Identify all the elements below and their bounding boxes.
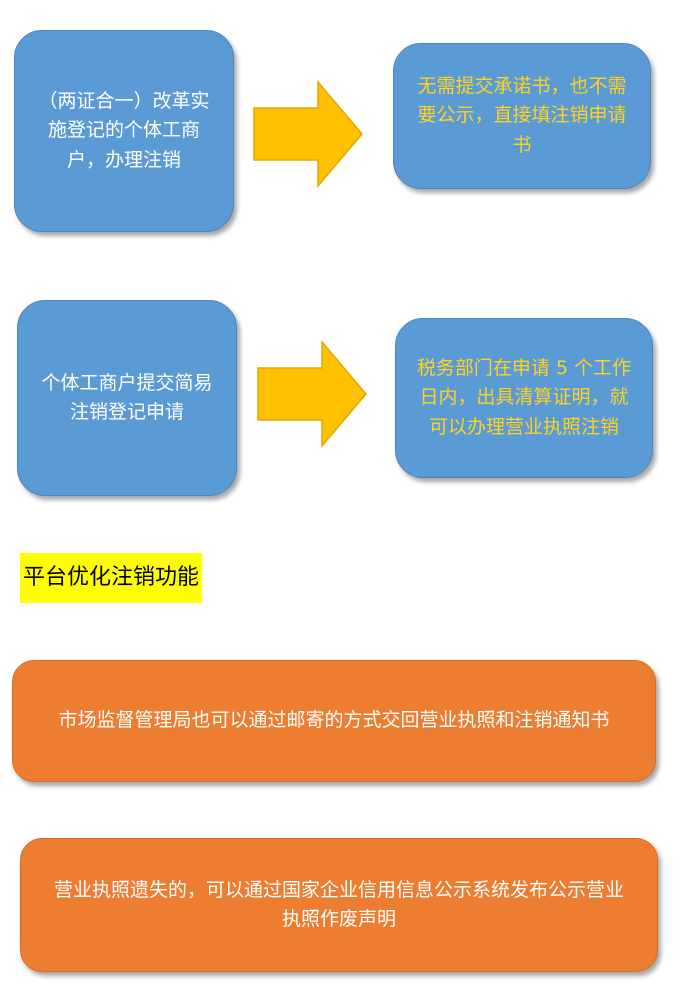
flow-result-box-no-commitment: 无需提交承诺书，也不需要公示，直接填注销申请书 bbox=[393, 43, 651, 189]
arrow-right-icon bbox=[257, 339, 367, 449]
flow-result-box-tax-clearance-text: 税务部门在申请 5 个工作日内，出具清算证明，就可以办理营业执照注销 bbox=[416, 356, 632, 438]
note-box-lost-license-text: 营业执照遗失的，可以通过国家企业信用信息公示系统发布公示营业执照作废声明 bbox=[53, 878, 624, 930]
flow-box-two-certificates-text: （两证合一）改革实施登记的个体工商户，办理注销 bbox=[38, 89, 210, 171]
flow-box-simple-deregistration: 个体工商户提交简易注销登记申请 bbox=[17, 300, 237, 496]
flow-result-box-no-commitment-text: 无需提交承诺书，也不需要公示，直接填注销申请书 bbox=[417, 74, 627, 156]
note-box-mail-return: 市场监督管理局也可以通过邮寄的方式交回营业执照和注销通知书 bbox=[12, 660, 656, 782]
note-box-lost-license: 营业执照遗失的，可以通过国家企业信用信息公示系统发布公示营业执照作废声明 bbox=[20, 838, 658, 972]
note-box-mail-return-text: 市场监督管理局也可以通过邮寄的方式交回营业执照和注销通知书 bbox=[58, 709, 610, 732]
section-title: 平台优化注销功能 bbox=[20, 553, 203, 603]
flow-box-simple-deregistration-text: 个体工商户提交简易注销登记申请 bbox=[41, 371, 213, 423]
flow-box-two-certificates: （两证合一）改革实施登记的个体工商户，办理注销 bbox=[14, 30, 234, 232]
flow-result-box-tax-clearance: 税务部门在申请 5 个工作日内，出具清算证明，就可以办理营业执照注销 bbox=[395, 318, 653, 478]
arrow-right-icon bbox=[253, 79, 363, 189]
